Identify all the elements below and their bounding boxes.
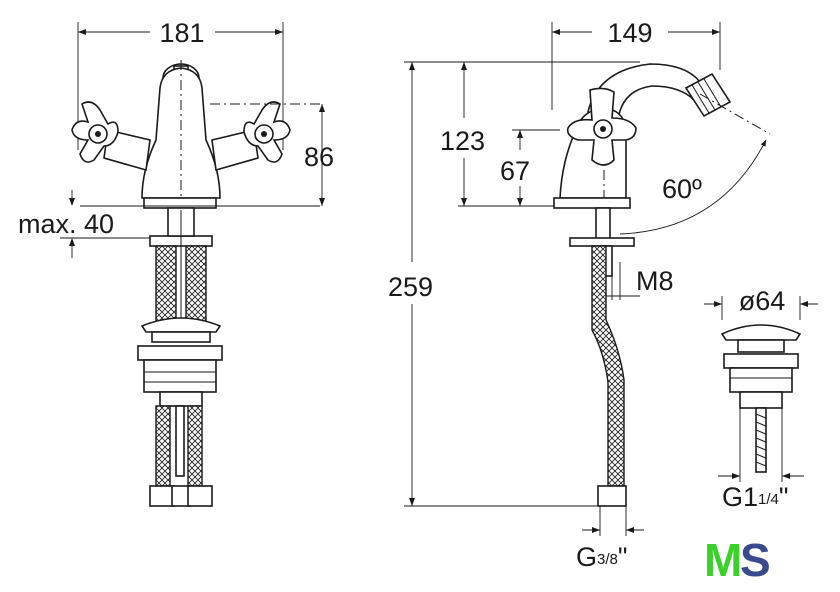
- dim-max-deck: max. 40: [18, 190, 150, 258]
- dim-hose-thread-label: G3/8": [576, 542, 627, 572]
- dim-side-handle-label: 67: [500, 156, 530, 186]
- dim-front-height: 86: [304, 104, 334, 206]
- dim-side-total: 259: [388, 61, 640, 507]
- dim-waste-diameter: ø64: [704, 286, 818, 320]
- waste-detail: ø64 G11/4": [704, 286, 818, 512]
- side-handle: [566, 87, 637, 166]
- dim-waste-thread-label: G11/4": [722, 482, 788, 512]
- dim-side-total-label: 259: [388, 272, 433, 302]
- dim-side-width: 149: [551, 18, 721, 110]
- left-handle: [71, 101, 119, 163]
- side-view: 149 259 123 67: [388, 18, 771, 572]
- spout-outlet: [684, 72, 732, 118]
- dim-side-spout: 123: [440, 62, 560, 207]
- right-handle: [243, 101, 291, 163]
- dim-waste-diameter-label: ø64: [739, 286, 786, 316]
- dim-swivel-angle-label: 60º: [662, 174, 702, 204]
- dim-thread-rod-label: M8: [636, 266, 674, 296]
- dim-side-width-label: 149: [607, 18, 652, 48]
- dim-side-handle: 67: [500, 129, 560, 206]
- dim-thread-rod: M8: [604, 262, 674, 300]
- front-waste: [137, 317, 223, 407]
- ms-logo: M S: [704, 534, 771, 586]
- logo-s: S: [740, 534, 771, 586]
- dim-swivel-angle: 60º: [619, 139, 767, 235]
- dim-max-deck-label: max. 40: [18, 209, 114, 239]
- dim-front-width: 181: [77, 18, 284, 150]
- dim-hose-thread: G3/8": [576, 506, 644, 572]
- dim-side-spout-label: 123: [440, 126, 485, 156]
- dim-front-height-label: 86: [304, 142, 334, 172]
- front-view: 181: [18, 18, 334, 507]
- dim-waste-thread: G11/4": [718, 408, 804, 512]
- logo-m: M: [704, 534, 742, 586]
- dim-front-width-label: 181: [159, 18, 204, 48]
